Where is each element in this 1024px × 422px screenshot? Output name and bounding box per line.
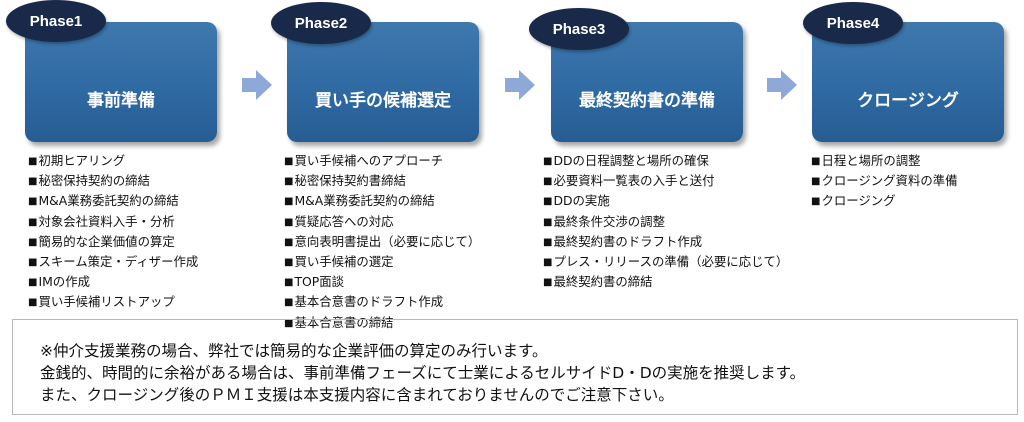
- phase-4-list: 日程と場所の調整 クロージング資料の準備 クロージング: [811, 152, 958, 213]
- phase-1-badge: Phase1: [6, 0, 106, 42]
- phase-3-box: 最終契約書の準備: [551, 22, 743, 142]
- phase-4-box: クロージング: [812, 22, 1004, 142]
- list-item: DDの実施: [543, 192, 788, 212]
- list-item: DDの日程調整と場所の確保: [543, 152, 788, 172]
- note-line-1: ※仲介支援業務の場合、弊社では簡易的な企業評価の算定のみ行います。: [40, 342, 548, 360]
- arrow-right-icon: [505, 70, 535, 100]
- list-item: 最終契約書のドラフト作成: [543, 233, 788, 253]
- arrow-right-icon: [242, 70, 272, 100]
- note-line-3: また、クロージング後のＰＭＩ支援は本支援内容に含まれておりませんのでご注意下さい…: [40, 386, 674, 404]
- phase-3-title: 最終契約書の準備: [579, 91, 715, 111]
- arrow-right-icon: [767, 70, 797, 100]
- list-item: 意向表明書提出（必要に応じて）: [284, 233, 480, 253]
- list-item: TOP面談: [284, 273, 480, 293]
- phase-1-title: 事前準備: [87, 91, 155, 111]
- list-item: 買い手候補の選定: [284, 253, 480, 273]
- list-item: スキーム策定・ディザー作成: [28, 253, 198, 273]
- note-line-2: 金銭的、時間的に余裕がある場合は、事前準備フェーズにて士業によるセルサイドD・D…: [40, 364, 806, 382]
- phase-2-list: 買い手候補へのアプローチ 秘密保持契約書締結 M&A業務委託契約の締結 質疑応答…: [284, 152, 480, 334]
- list-item: 最終契約書の締結: [543, 273, 788, 293]
- list-item: 簡易的な企業価値の算定: [28, 233, 198, 253]
- list-item: 初期ヒアリング: [28, 152, 198, 172]
- phase-1-list: 初期ヒアリング 秘密保持契約の締結 M&A業務委託契約の締結 対象会社資料入手・…: [28, 152, 198, 314]
- phase-3-list: DDの日程調整と場所の確保 必要資料一覧表の入手と送付 DDの実施 最終条件交渉…: [543, 152, 788, 293]
- list-item: 秘密保持契約書締結: [284, 172, 480, 192]
- list-item: クロージング資料の準備: [811, 172, 957, 192]
- phase-2-title: 買い手の候補選定: [315, 91, 451, 111]
- list-item: M&A業務委託契約の締結: [284, 192, 480, 212]
- list-item: 秘密保持契約の締結: [28, 172, 198, 192]
- list-item: 必要資料一覧表の入手と送付: [543, 172, 788, 192]
- list-item: M&A業務委託契約の締結: [28, 192, 198, 212]
- list-item: クロージング: [811, 192, 958, 212]
- list-item: プレス・リリースの準備（必要に応じて）: [543, 253, 788, 273]
- list-item: 基本合意書の締結: [284, 314, 480, 334]
- phase-4-title: クロージング: [857, 91, 959, 111]
- phase-3-badge: Phase3: [529, 8, 629, 50]
- list-item: 買い手候補へのアプローチ: [284, 152, 480, 172]
- phase-2-badge: Phase2: [271, 2, 371, 44]
- list-item: IMの作成: [28, 273, 198, 293]
- list-item: 質疑応答への対応: [284, 213, 480, 233]
- list-item: 基本合意書のドラフト作成: [284, 293, 480, 313]
- list-item: 最終条件交渉の調整: [543, 213, 788, 233]
- note-box: ※仲介支援業務の場合、弊社では簡易的な企業評価の算定のみ行います。 金銭的、時間…: [12, 319, 1018, 415]
- list-item: 日程と場所の調整: [811, 152, 958, 172]
- phase-4-badge: Phase4: [803, 2, 903, 44]
- list-item: 買い手候補リストアップ: [28, 293, 198, 313]
- phase-1-box: 事前準備: [25, 22, 217, 142]
- list-item: 対象会社資料入手・分析: [28, 213, 198, 233]
